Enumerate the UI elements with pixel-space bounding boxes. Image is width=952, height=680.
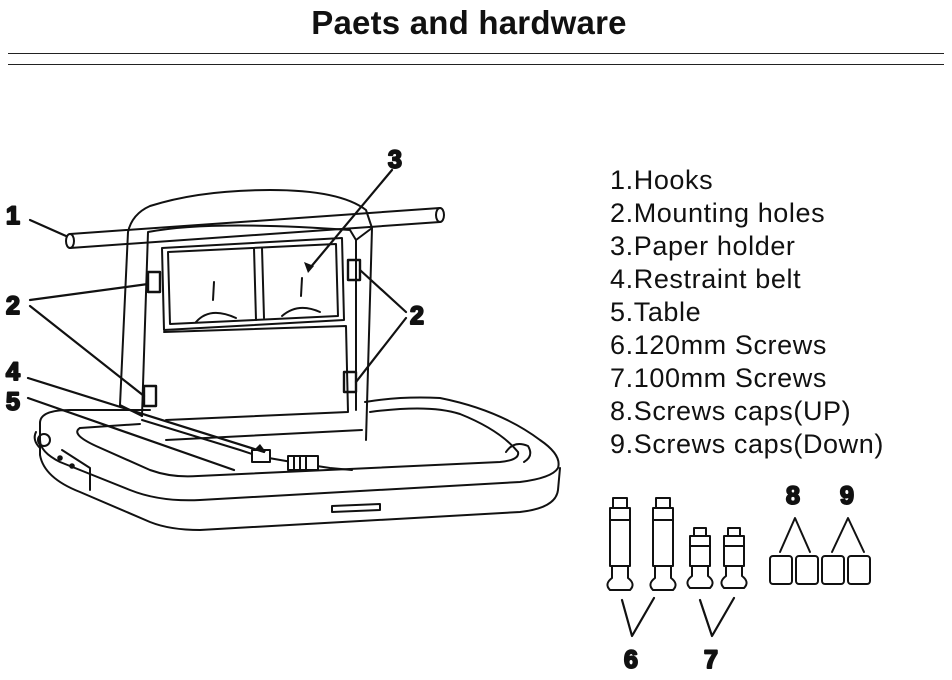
callout-screw-100: 7	[704, 646, 718, 674]
title-divider-top	[8, 53, 944, 54]
callout-caps-up: 8	[786, 482, 800, 510]
callout-leaders	[26, 168, 408, 472]
changing-station-illustration	[33, 189, 561, 531]
callout-mount-left: 2	[6, 292, 20, 320]
callout-screw-120: 6	[624, 646, 638, 674]
parts-list-item: 9.Screws caps(Down)	[610, 429, 884, 459]
parts-list-item: 3.Paper holder	[610, 231, 796, 261]
parts-list-item: 5.Table	[610, 297, 702, 327]
callout-paper-holder: 3	[388, 146, 402, 174]
callout-hook: 1	[6, 202, 20, 230]
screw-120-icon	[606, 497, 677, 591]
title-divider-bottom	[8, 64, 944, 65]
parts-list-item: 6.120mm Screws	[610, 330, 827, 360]
parts-list-item: 2.Mounting holes	[610, 198, 826, 228]
parts-list-item: 8.Screws caps(UP)	[610, 396, 852, 426]
page-title: Paets and hardware	[311, 4, 627, 41]
callout-mount-right: 2	[410, 302, 424, 330]
screw-cap-down-icon	[821, 517, 871, 585]
callout-caps-down: 9	[840, 482, 854, 510]
callout-table: 5	[6, 388, 20, 416]
screw-100-icon	[686, 527, 748, 589]
parts-list-item: 1.Hooks	[610, 165, 714, 195]
hardware-leaders	[620, 596, 736, 638]
parts-list: 1.Hooks 2.Mounting holes 3.Paper holder …	[610, 164, 884, 461]
parts-list-item: 4.Restraint belt	[610, 264, 802, 294]
callout-belt: 4	[6, 358, 20, 386]
parts-list-item: 7.100mm Screws	[610, 363, 827, 393]
screw-cap-up-icon	[769, 517, 819, 585]
